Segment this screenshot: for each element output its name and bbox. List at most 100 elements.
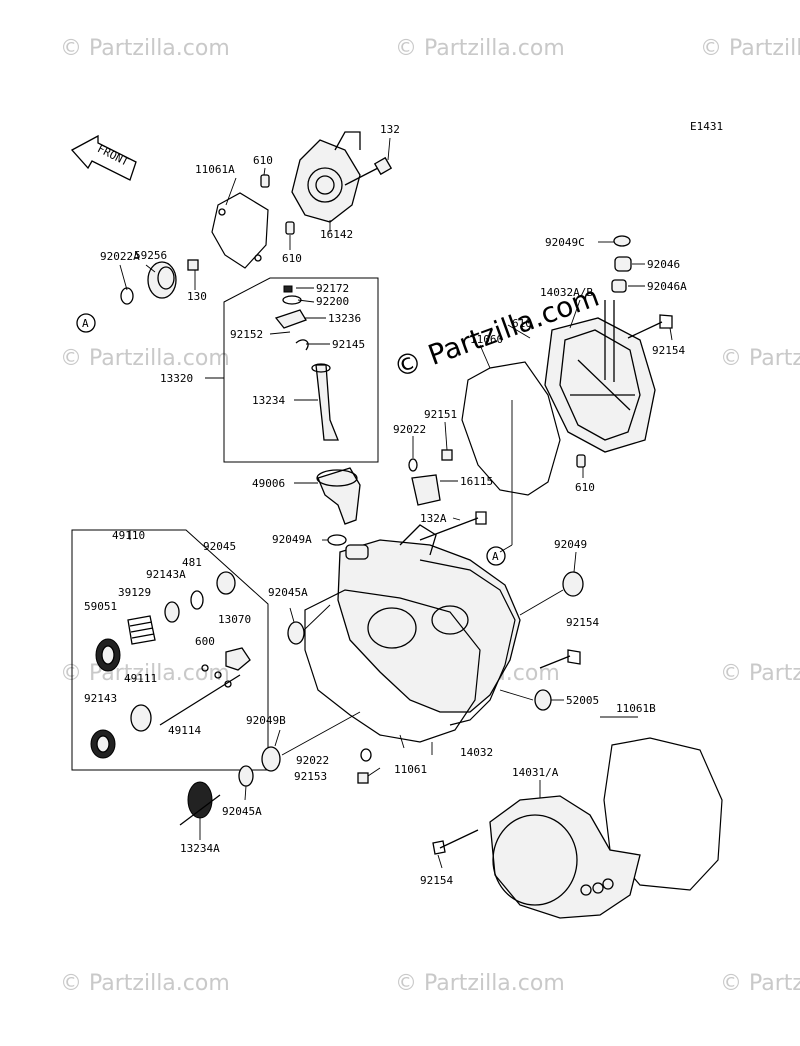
callout-130[interactable]: 130 — [187, 290, 207, 303]
callout-13236[interactable]: 13236 — [328, 312, 361, 325]
callout-92200[interactable]: 92200 — [316, 295, 349, 308]
watermark: © Partzilla.com — [60, 346, 230, 371]
callout-92022[interactable]: 92022 — [296, 754, 329, 767]
o-ring-92049a — [327, 534, 347, 546]
plug-52005 — [534, 689, 552, 711]
gear-13234a — [179, 781, 221, 826]
bearing-92045a — [287, 621, 305, 645]
callout-14032[interactable]: 14032 — [460, 746, 493, 759]
watermark: © Partzilla.com — [60, 971, 230, 996]
bolt-92154 — [627, 314, 673, 339]
assembly-box-13320 — [223, 277, 379, 463]
callout-92154[interactable]: 92154 — [420, 874, 453, 887]
callout-92049b[interactable]: 92049B — [246, 714, 286, 727]
callout-92172[interactable]: 92172 — [316, 282, 349, 295]
svg-text:A: A — [492, 550, 499, 563]
gasket-11061b — [603, 737, 723, 891]
callout-92151[interactable]: 92151 — [424, 408, 457, 421]
callout-92153[interactable]: 92153 — [294, 770, 327, 783]
ref-marker-a: A — [486, 546, 506, 566]
watermark: © Partzilla.com — [720, 661, 800, 686]
callout-92046[interactable]: 92046 — [647, 258, 680, 271]
callout-59051[interactable]: 59051 — [84, 600, 117, 613]
callout-59256[interactable]: 59256 — [134, 249, 167, 262]
callout-132[interactable]: 132 — [380, 123, 400, 136]
callout-92049[interactable]: 92049 — [554, 538, 587, 551]
diagram-code: E1431 — [690, 120, 723, 133]
filler-cap-16115 — [411, 474, 441, 506]
callout-39129[interactable]: 39129 — [118, 586, 151, 599]
watermark: © Partzilla.com — [700, 36, 800, 61]
callout-11061a[interactable]: 11061A — [195, 163, 235, 176]
callout-92143a[interactable]: 92143A — [146, 568, 186, 581]
bearing-92045a — [238, 765, 254, 787]
bushing-92046a — [611, 279, 627, 293]
callout-13070[interactable]: 13070 — [218, 613, 251, 626]
callout-49114[interactable]: 49114 — [168, 724, 201, 737]
callout-610[interactable]: 610 — [282, 252, 302, 265]
callout-13320[interactable]: 13320 — [160, 372, 193, 385]
callout-92154[interactable]: 92154 — [566, 616, 599, 629]
governor-assembly — [90, 571, 251, 759]
callout-49110[interactable]: 49110 — [112, 529, 145, 542]
callout-92022a[interactable]: 92022A — [100, 250, 140, 263]
callout-92045[interactable]: 92045 — [203, 540, 236, 553]
callout-92152[interactable]: 92152 — [230, 328, 263, 341]
water-pump-cover — [291, 131, 361, 223]
watermark: © Partzilla.com — [720, 971, 800, 996]
callout-132a[interactable]: 132A — [420, 512, 447, 525]
pump-shaft-assembly — [274, 285, 339, 441]
callout-92045a[interactable]: 92045A — [222, 805, 262, 818]
callout-52005[interactable]: 52005 — [566, 694, 599, 707]
bushing-92046 — [614, 256, 632, 272]
callout-16115[interactable]: 16115 — [460, 475, 493, 488]
callout-92045a[interactable]: 92045A — [268, 586, 308, 599]
washer-92022a — [120, 287, 134, 305]
crankcase-cover — [337, 524, 521, 713]
callout-11060[interactable]: 11060 — [470, 333, 503, 346]
watermark: © Partzilla.com — [60, 661, 230, 686]
callout-610[interactable]: 610 — [512, 317, 532, 330]
washer-92022 — [408, 458, 418, 472]
gasket-11060 — [461, 361, 561, 496]
oil-seal-92049b — [261, 746, 281, 772]
callout-481[interactable]: 481 — [182, 556, 202, 569]
bolt-130 — [187, 259, 199, 271]
callout-49111[interactable]: 49111 — [124, 672, 157, 685]
bolt-132 — [344, 156, 393, 186]
callout-92154[interactable]: 92154 — [652, 344, 685, 357]
svg-text:A: A — [82, 317, 89, 330]
callout-610[interactable]: 610 — [253, 154, 273, 167]
watermark: © Partzilla.com — [60, 36, 230, 61]
impeller — [147, 261, 177, 299]
callout-92046a[interactable]: 92046A — [647, 280, 687, 293]
clutch-cover-14032ab — [544, 300, 656, 453]
callout-92143[interactable]: 92143 — [84, 692, 117, 705]
assembly-box-49110 — [71, 529, 269, 771]
callout-92145[interactable]: 92145 — [332, 338, 365, 351]
callout-13234a[interactable]: 13234A — [180, 842, 220, 855]
callout-92049a[interactable]: 92049A — [272, 533, 312, 546]
magneto-cover-14031a — [489, 795, 641, 919]
dowel-pin — [285, 221, 295, 235]
callout-49006[interactable]: 49006 — [252, 477, 285, 490]
part-callouts: 132 11061A 610 610 16142 59256 92022A 13… — [84, 123, 687, 887]
callout-13234[interactable]: 13234 — [252, 394, 285, 407]
o-ring-92049c — [613, 235, 631, 247]
callout-14032ab[interactable]: 14032A/B — [540, 286, 593, 299]
leader-lines — [119, 137, 673, 869]
dowel-pin — [576, 454, 586, 468]
callout-92049c[interactable]: 92049C — [545, 236, 585, 249]
watermark: © Partzilla.com — [395, 36, 565, 61]
callout-11061[interactable]: 11061 — [394, 763, 427, 776]
callout-14031a[interactable]: 14031/A — [512, 766, 559, 779]
callout-600[interactable]: 600 — [195, 635, 215, 648]
callout-92022[interactable]: 92022 — [393, 423, 426, 436]
gasket-14032 — [419, 559, 516, 726]
callout-16142[interactable]: 16142 — [320, 228, 353, 241]
bolt-92151 — [441, 449, 453, 461]
callout-11061b[interactable]: 11061B — [616, 702, 656, 715]
gasket-11061 — [304, 589, 481, 743]
callout-610[interactable]: 610 — [575, 481, 595, 494]
